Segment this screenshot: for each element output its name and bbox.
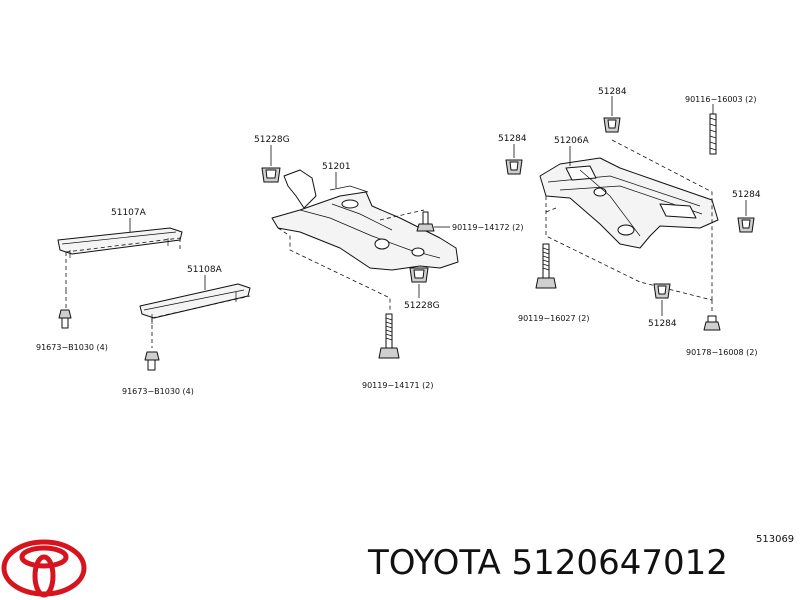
brace-51107A [57, 227, 183, 258]
bush-51228G-top [261, 167, 281, 183]
brace-51108A [139, 283, 251, 324]
label-51228G-top: 51228G [254, 135, 290, 145]
bush-51284-left [505, 159, 523, 175]
toyota-logo [1, 539, 87, 598]
label-51201: 51201 [322, 162, 351, 172]
rear-subframe-51206A [539, 157, 719, 249]
label-90178-16008: 90178−16008 (2) [686, 348, 757, 357]
bolt-91673-a [58, 309, 72, 329]
label-90119-14172: 90119−14172 (2) [452, 223, 523, 232]
label-51206A: 51206A [554, 136, 590, 146]
label-90116-16003: 90116−16003 (2) [685, 95, 756, 104]
bush-51284-right [737, 217, 755, 233]
label-91673-b: 91673−B1030 (4) [122, 387, 194, 396]
bush-51284-bottom [653, 283, 671, 299]
bush-51228G-bottom [409, 267, 429, 283]
label-51284-bottom: 51284 [648, 319, 677, 329]
bush-51284-top [603, 117, 621, 133]
label-51284-left: 51284 [498, 134, 527, 144]
label-90119-16027: 90119−16027 (2) [518, 314, 589, 323]
bolt-91673-b [144, 351, 160, 371]
label-51228G-bottom: 51228G [404, 301, 440, 311]
product-caption: TOYOTA 5120647012 [368, 543, 728, 583]
bolt-90116-16003 [709, 113, 717, 155]
bolt-90119-14171 [378, 313, 400, 359]
front-subframe-51201 [271, 169, 459, 271]
label-51284-right: 51284 [732, 190, 761, 200]
nut-90178-16008 [703, 315, 721, 331]
label-51107A: 51107A [111, 208, 147, 218]
label-51108A: 51108A [187, 265, 223, 275]
label-51284-top: 51284 [598, 87, 627, 97]
bolt-90119-16027 [535, 243, 557, 289]
bolt-90119-14172 [416, 211, 435, 232]
label-91673-a: 91673−B1030 (4) [36, 343, 108, 352]
reference-code: 513069 [756, 534, 794, 545]
label-90119-14171: 90119−14171 (2) [362, 381, 433, 390]
